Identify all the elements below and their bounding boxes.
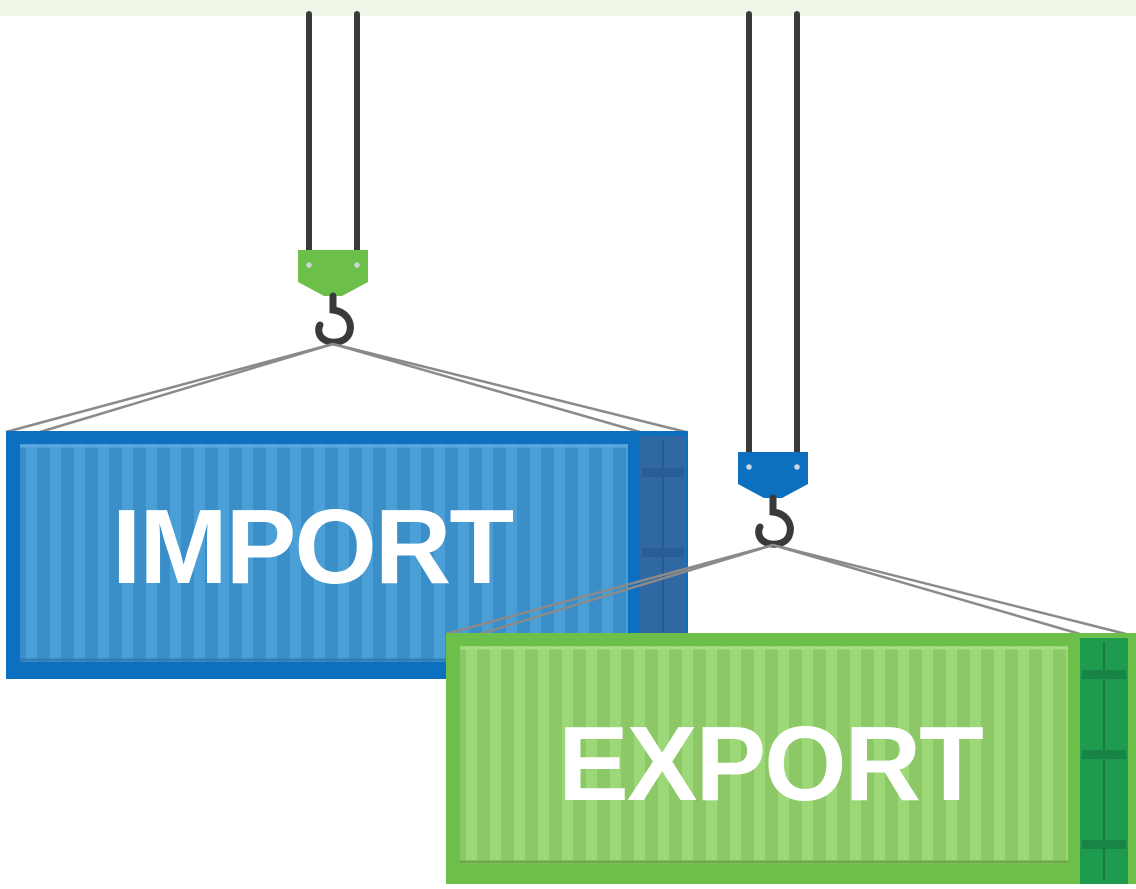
- corrugation-stripe: [458, 444, 469, 662]
- export-slings: [445, 543, 1127, 636]
- export-container-corrugation: [466, 646, 1068, 864]
- corrugation-stripe: [266, 444, 277, 662]
- corrugation-stripe: [218, 444, 229, 662]
- corrugation-stripe: [1042, 646, 1053, 864]
- corrugation-stripe: [434, 444, 445, 662]
- corrugation-stripe: [826, 646, 837, 864]
- corrugation-stripe: [538, 646, 549, 864]
- corrugation-stripe: [658, 646, 669, 864]
- export-hook-block: [738, 452, 808, 498]
- corrugation-stripe: [242, 444, 253, 662]
- corrugation-stripe: [754, 646, 765, 864]
- corrugation-stripe: [994, 646, 1005, 864]
- import-hook-rivet: [306, 262, 312, 268]
- corrugation-stripe: [850, 646, 861, 864]
- corrugation-stripe: [682, 646, 693, 864]
- corrugation-stripe: [194, 444, 205, 662]
- corrugation-stripe: [778, 646, 789, 864]
- import-container-corrugation: [26, 444, 628, 662]
- corrugation-stripe: [802, 646, 813, 864]
- corrugation-stripe: [586, 646, 597, 864]
- import-crane: [5, 11, 687, 434]
- corrugation-stripe: [290, 444, 301, 662]
- corrugation-stripe: [314, 444, 325, 662]
- corrugation-stripe: [514, 646, 525, 864]
- export-hook-rivet: [794, 464, 800, 470]
- corrugation-stripe: [1018, 646, 1029, 864]
- top-band: [0, 0, 1136, 16]
- corrugation-stripe: [146, 444, 157, 662]
- export-hook-rivet: [746, 464, 752, 470]
- corrugation-stripe: [506, 444, 517, 662]
- corrugation-stripe: [578, 444, 589, 662]
- corrugation-stripe: [170, 444, 181, 662]
- corrugation-stripe: [466, 646, 477, 864]
- corrugation-stripe: [874, 646, 885, 864]
- corrugation-stripe: [1066, 646, 1068, 864]
- corrugation-stripe: [706, 646, 717, 864]
- import-hook-block: [298, 250, 368, 296]
- corrugation-stripe: [602, 444, 613, 662]
- corrugation-stripe: [386, 444, 397, 662]
- corrugation-stripe: [922, 646, 933, 864]
- import-label: IMPORT: [112, 488, 513, 606]
- corrugation-stripe: [74, 444, 85, 662]
- corrugation-stripe: [898, 646, 909, 864]
- crane-hook-icon: [315, 292, 354, 346]
- import-hook-rivet: [354, 262, 360, 268]
- corrugation-stripe: [338, 444, 349, 662]
- export-label: EXPORT: [558, 705, 983, 823]
- corrugation-stripe: [362, 444, 373, 662]
- export-crane: [445, 11, 1127, 636]
- corrugation-stripe: [410, 444, 421, 662]
- import-container: IMPORT: [6, 431, 688, 679]
- import-slings: [5, 342, 687, 434]
- corrugation-stripe: [610, 646, 621, 864]
- corrugation-stripe: [26, 444, 37, 662]
- corrugation-stripe: [482, 444, 493, 662]
- corrugation-stripe: [626, 444, 628, 662]
- corrugation-stripe: [970, 646, 981, 864]
- corrugation-stripe: [50, 444, 61, 662]
- crane-hook-icon: [755, 494, 794, 548]
- corrugation-stripe: [946, 646, 957, 864]
- corrugation-stripe: [490, 646, 501, 864]
- corrugation-stripe: [122, 444, 133, 662]
- corrugation-stripe: [554, 444, 565, 662]
- corrugation-stripe: [730, 646, 741, 864]
- corrugation-stripe: [562, 646, 573, 864]
- corrugation-stripe: [530, 444, 541, 662]
- corrugation-stripe: [634, 646, 645, 864]
- export-container: EXPORT: [446, 633, 1136, 884]
- corrugation-stripe: [98, 444, 109, 662]
